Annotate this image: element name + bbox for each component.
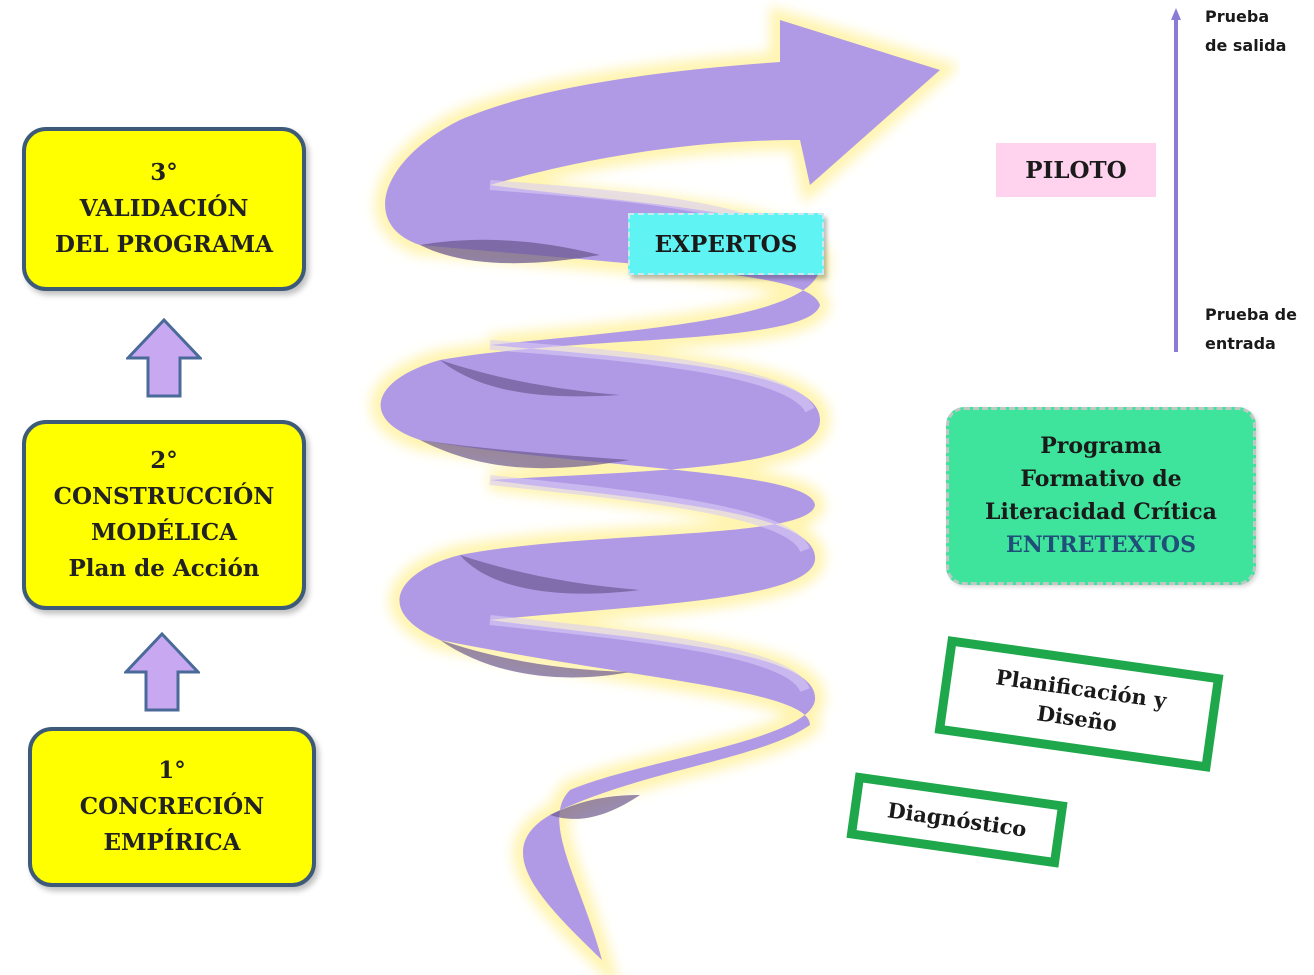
prueba-salida-line2: de salida <box>1205 36 1287 55</box>
prueba-entrada-line2: entrada <box>1205 334 1276 353</box>
vertical-progress-arrow <box>1171 8 1181 352</box>
up-arrow-icon <box>124 632 200 712</box>
stage-2-title-line1: CONSTRUCCIÓN <box>53 483 275 510</box>
planificacion-diseno-box: Planificación y Diseño <box>934 636 1224 772</box>
piloto-label: PILOTO <box>996 143 1156 197</box>
prueba-entrada-label: Prueba de entrada <box>1205 300 1297 358</box>
stage-2-title-line3: Plan de Acción <box>68 555 260 582</box>
prueba-salida-line1: Prueba <box>1205 7 1270 26</box>
stage-1-title-line2: EMPÍRICA <box>103 829 241 856</box>
stage-3-validacion: 3° VALIDACIÓN DEL PROGRAMA <box>22 127 306 291</box>
programa-entretextos: ENTRETEXTOS <box>1006 532 1196 558</box>
prueba-entrada-line1: Prueba de <box>1205 305 1297 324</box>
stage-3-title-line1: VALIDACIÓN <box>79 195 249 222</box>
programa-line2: Formativo de <box>1020 466 1182 492</box>
programa-line1: Programa <box>1040 433 1162 459</box>
expertos-label: EXPERTOS <box>628 213 824 275</box>
stage-1-number: 1° <box>158 757 186 784</box>
programa-line3: Literacidad Crítica <box>985 499 1217 525</box>
stage-3-title-line2: DEL PROGRAMA <box>54 231 273 258</box>
prueba-salida-label: Prueba de salida <box>1205 2 1286 60</box>
stage-3-number: 3° <box>150 159 178 186</box>
diagnostico-label: Diagnóstico <box>885 797 1029 842</box>
stage-2-construccion: 2° CONSTRUCCIÓN MODÉLICA Plan de Acción <box>22 420 306 610</box>
stage-1-title-line1: CONCRECIÓN <box>79 793 265 820</box>
up-arrow-icon <box>126 318 202 398</box>
stage-1-concrecion: 1° CONCRECIÓN EMPÍRICA <box>28 727 316 887</box>
stage-2-title-line2: MODÉLICA <box>90 519 238 546</box>
stage-2-number: 2° <box>150 447 178 474</box>
programa-formativo-box: Programa Formativo de Literacidad Crític… <box>946 407 1256 585</box>
